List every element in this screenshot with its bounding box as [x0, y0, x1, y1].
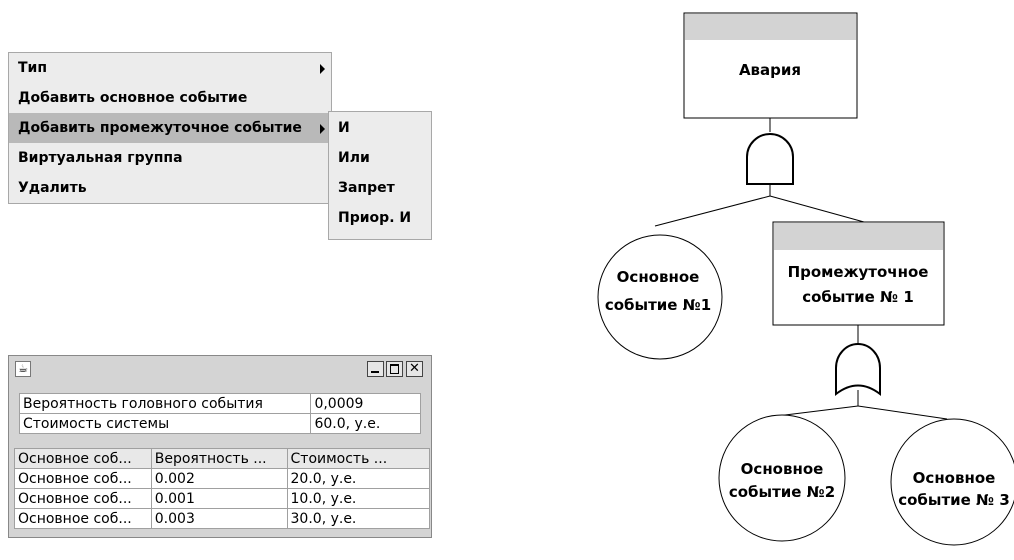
minimize-button[interactable]: [367, 361, 384, 377]
table-cell: 30.0, у.е.: [286, 508, 431, 529]
basic-event-2-node[interactable]: Основное событие №2: [718, 414, 846, 542]
basic-event-2-line1: Основное: [741, 460, 824, 478]
basic-event-3-node[interactable]: Основное событие № 3: [890, 418, 1014, 546]
menu-item-add-basic-event[interactable]: Добавить основное событие: [9, 83, 331, 113]
intermediate-event-node[interactable]: Промежуточное событие № 1: [772, 221, 945, 326]
intermediate-event-line1: Промежуточное: [788, 263, 929, 281]
table-cell: Основное соб...: [14, 488, 152, 509]
results-window: ☕ ✕ Вероятность головного события 0,0009…: [8, 355, 432, 538]
menu-item-label: Удалить: [18, 180, 87, 196]
menu-item-add-intermediate-event[interactable]: Добавить промежуточное событие: [9, 113, 331, 143]
table-row[interactable]: Основное соб... 0.002 20.0, у.е.: [14, 468, 431, 489]
table-cell: Основное соб...: [14, 508, 152, 529]
intermediate-event-line2: событие № 1: [802, 288, 914, 306]
submenu-arrow-icon: [320, 64, 325, 74]
context-menu: Тип Добавить основное событие Добавить п…: [8, 52, 332, 204]
or-gate-icon[interactable]: [835, 343, 881, 397]
fault-tree-diagram: Авария Основное событие №1 Промежуточное…: [597, 12, 1014, 546]
submenu-arrow-icon: [320, 124, 325, 134]
basic-event-1-line2: событие №1: [605, 296, 711, 314]
close-button[interactable]: ✕: [406, 361, 423, 377]
summary-value: 0,0009: [310, 393, 421, 414]
menu-item-label: Тип: [18, 60, 48, 76]
summary-table: Вероятность головного события 0,0009 Сто…: [18, 393, 421, 434]
menu-item-label: Добавить промежуточное событие: [18, 120, 302, 136]
and-gate-icon[interactable]: [746, 133, 794, 185]
table-row[interactable]: Стоимость системы 60.0, у.е.: [18, 413, 421, 434]
basic-event-1-node[interactable]: Основное событие №1: [597, 234, 723, 360]
close-icon: ✕: [409, 361, 420, 376]
column-header[interactable]: Стоимость ...: [286, 448, 431, 469]
submenu: И Или Запрет Приор. И: [328, 111, 432, 240]
column-header[interactable]: Вероятность ...: [150, 448, 288, 469]
submenu-item-label: Или: [338, 150, 370, 166]
maximize-button[interactable]: [386, 361, 403, 377]
menu-item-delete[interactable]: Удалить: [9, 173, 331, 203]
submenu-item-and[interactable]: И: [329, 113, 431, 143]
submenu-item-label: И: [338, 120, 350, 136]
summary-value: 60.0, у.е.: [310, 413, 421, 434]
basic-event-1-line1: Основное: [617, 268, 700, 286]
submenu-item-or[interactable]: Или: [329, 143, 431, 173]
table-cell: Основное соб...: [14, 468, 152, 489]
submenu-item-priority-and[interactable]: Приор. И: [329, 203, 431, 233]
basic-event-3-line2: событие № 3: [898, 491, 1010, 509]
table-cell: 0.001: [150, 488, 288, 509]
basic-event-2-line2: событие №2: [729, 483, 835, 501]
submenu-item-label: Приор. И: [338, 210, 412, 226]
menu-item-virtual-group[interactable]: Виртуальная группа: [9, 143, 331, 173]
table-cell: 20.0, у.е.: [286, 468, 431, 489]
top-event-node[interactable]: Авария: [683, 12, 858, 119]
table-header-row: Основное соб... Вероятность ... Стоимост…: [14, 448, 431, 469]
submenu-item-inhibit[interactable]: Запрет: [329, 173, 431, 203]
table-cell: 0.003: [150, 508, 288, 529]
java-cup-icon: ☕: [15, 361, 31, 377]
table-cell: 10.0, у.е.: [286, 488, 431, 509]
top-event-label: Авария: [739, 61, 801, 79]
summary-label: Вероятность головного события: [18, 393, 312, 414]
title-bar[interactable]: ☕ ✕: [11, 358, 429, 380]
menu-item-label: Виртуальная группа: [18, 150, 183, 166]
column-header[interactable]: Основное соб...: [14, 448, 152, 469]
table-row[interactable]: Вероятность головного события 0,0009: [18, 393, 421, 414]
table-cell: 0.002: [150, 468, 288, 489]
table-row[interactable]: Основное соб... 0.001 10.0, у.е.: [14, 488, 431, 509]
menu-item-type[interactable]: Тип: [9, 53, 331, 83]
menu-item-label: Добавить основное событие: [18, 90, 248, 106]
events-table: Основное соб... Вероятность ... Стоимост…: [14, 448, 431, 529]
submenu-item-label: Запрет: [338, 180, 395, 196]
summary-label: Стоимость системы: [18, 413, 312, 434]
basic-event-3-line1: Основное: [913, 469, 996, 487]
table-row[interactable]: Основное соб... 0.003 30.0, у.е.: [14, 508, 431, 529]
